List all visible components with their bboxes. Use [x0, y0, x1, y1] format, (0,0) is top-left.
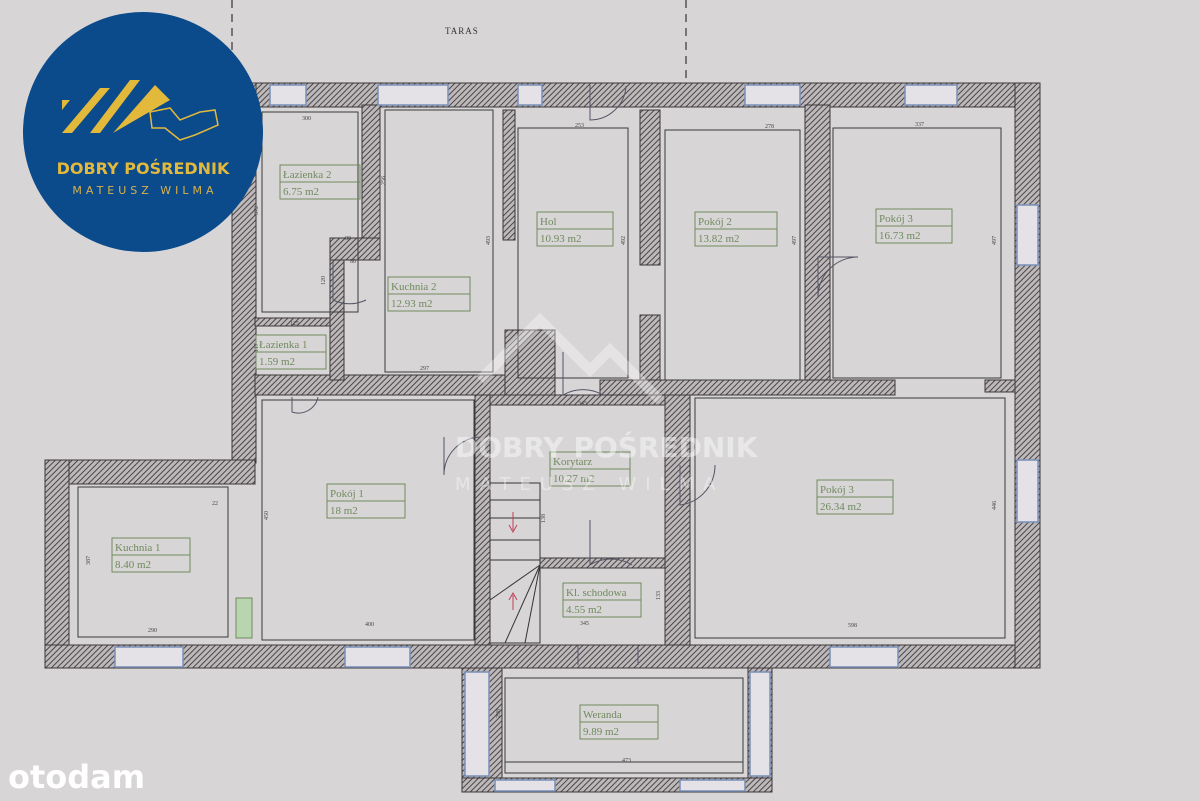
dimension-label: 278 [765, 124, 774, 130]
otodom-brand: otodam [8, 758, 145, 796]
room-name: Pokój 3 [879, 213, 913, 225]
room-label: Pokój 3 26.34 m2 [816, 479, 894, 515]
room-area: 8.40 m2 [115, 559, 151, 571]
room-label: Pokój 1 18 m2 [326, 483, 406, 519]
dimension-label: 117 [254, 343, 260, 352]
room-name: Kuchnia 2 [391, 281, 437, 293]
room-area: 10.93 m2 [540, 233, 582, 245]
dimension-label: 297 [420, 366, 429, 372]
dimension-label: 138 [541, 514, 547, 523]
dimension-label: 387 [86, 556, 92, 565]
room-name: Kl. schodowa [566, 587, 627, 599]
room-label: Łazienka 2 6.75 m2 [279, 164, 361, 200]
stairs-down-arrow-icon [508, 512, 518, 534]
dimension-label: 290 [148, 628, 157, 634]
dimension-label: 337 [915, 122, 924, 128]
dimension-label: 497 [792, 236, 798, 245]
dimension-label: 80 [345, 236, 351, 242]
dimension-label: 133 [656, 591, 662, 600]
room-name: Pokój 3 [820, 484, 854, 496]
room-label: Pokój 3 16.73 m2 [875, 208, 953, 244]
logo-title: DOBRY POŚREDNIK [57, 159, 230, 178]
dimension-label: 372 [254, 206, 260, 215]
room-area: 4.55 m2 [566, 604, 602, 616]
dimension-label: 493 [486, 236, 492, 245]
room-name: Pokój 1 [330, 488, 364, 500]
dimension-label: 345 [578, 401, 587, 407]
room-name: Pokój 2 [698, 216, 732, 228]
logo-subtitle: MATEUSZ WILMA [72, 184, 217, 197]
dimension-label: 446 [992, 501, 998, 510]
room-area: 13.82 m2 [698, 233, 740, 245]
terrace-label: TARAS [445, 26, 479, 36]
dimension-label: 473 [622, 758, 631, 764]
doors [291, 85, 859, 665]
room-label: Hol 10.93 m2 [536, 211, 614, 247]
room-outlines [77, 109, 1006, 774]
room-label: Pokój 2 13.82 m2 [694, 211, 778, 247]
room-label: Korytarz 10.27 m2 [549, 451, 631, 487]
room-name: Łazienka 2 [283, 169, 332, 181]
room-label: Kl. schodowa 4.55 m2 [562, 582, 642, 618]
stairs-up-arrow-icon [508, 591, 518, 610]
dimension-label: 253 [575, 123, 584, 129]
agency-logo: DOBRY POŚREDNIK MATEUSZ WILMA [23, 12, 263, 252]
dimension-label: 492 [621, 236, 627, 245]
room-name: Łazienka 1 [259, 339, 308, 351]
room-label: Kuchnia 2 12.93 m2 [387, 276, 471, 312]
room-area: 18 m2 [330, 505, 358, 517]
dimension-label: 450 [264, 511, 270, 520]
room-area: 16.73 m2 [879, 230, 921, 242]
room-labels: Łazienka 2 6.75 m2 Kuchnia 2 12.93 m2 Hol 10.… [111, 164, 953, 740]
room-area: 10.27 m2 [553, 473, 595, 485]
radiator [235, 597, 253, 639]
dimension-label: 300 [302, 116, 311, 122]
room-area: 26.34 m2 [820, 501, 862, 513]
room-area: 9.89 m2 [583, 726, 619, 738]
dimension-label: 256 [381, 176, 387, 185]
watermark-title: DOBRY POŚREDNIK [455, 430, 759, 464]
room-name: Korytarz [553, 456, 592, 468]
dimension-label: 120 [321, 276, 327, 285]
room-area: 1.59 m2 [259, 356, 295, 368]
room-area: 12.93 m2 [391, 298, 433, 310]
watermark-subtitle: MATEUSZ WILMA [455, 474, 724, 495]
watermark-roof-icon [476, 312, 664, 404]
terrace: TARAS [231, 0, 687, 80]
dimension-label: 80 [350, 259, 356, 265]
dimension-labels: 300 256 80 80 120 372 125 117 297 253 493 492 278 497… [86, 116, 998, 764]
room-name: Kuchnia 1 [115, 542, 161, 554]
stairs [489, 482, 541, 644]
handshake-icon [149, 107, 219, 141]
windows [114, 84, 1039, 792]
dimension-label: 345 [580, 621, 589, 627]
dimension-label: 125 [290, 321, 299, 327]
room-label: Kuchnia 1 8.40 m2 [111, 537, 191, 573]
room-label: Łazienka 1 1.59 m2 [255, 334, 327, 370]
dimension-label: 298 [496, 709, 502, 718]
room-area: 6.75 m2 [283, 186, 319, 198]
dimension-label: 400 [365, 622, 374, 628]
logo-roof-icon [62, 80, 170, 133]
room-label: Weranda 9.89 m2 [579, 704, 659, 740]
watermark: DOBRY POŚREDNIK MATEUSZ WILMA [455, 312, 759, 495]
room-name: Hol [540, 216, 557, 228]
room-name: Weranda [583, 709, 622, 721]
dimension-label: 598 [848, 623, 857, 629]
dimension-label: 497 [992, 236, 998, 245]
dimension-label: 22 [212, 501, 218, 507]
